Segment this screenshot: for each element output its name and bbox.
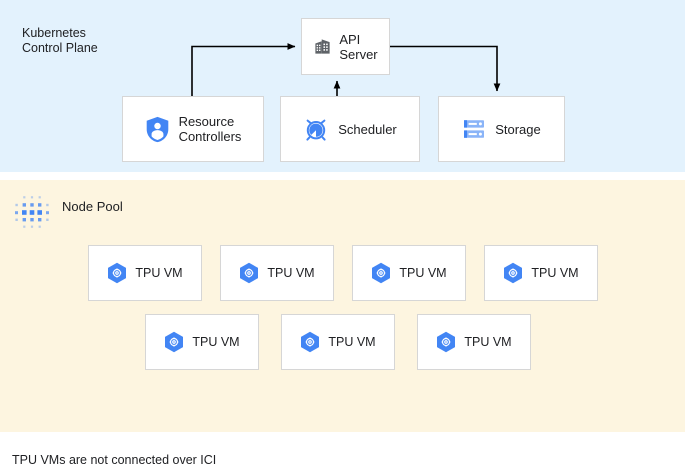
node-storage-label: Storage (495, 121, 541, 137)
tpu-hex-gear-icon (164, 331, 184, 353)
node-api-server[interactable]: API Server (301, 18, 390, 75)
node-storage[interactable]: Storage (438, 96, 565, 162)
building-icon (313, 37, 332, 56)
node-scheduler-label: Scheduler (338, 121, 397, 137)
tpu-vm-7[interactable]: TPU VM (417, 314, 531, 370)
tpu-hex-gear-icon (436, 331, 456, 353)
control-plane-title: Kubernetes Control Plane (22, 26, 98, 55)
node-pool-panel (0, 180, 685, 432)
tpu-vm-3-label: TPU VM (399, 265, 447, 280)
node-resource-controllers-label: Resource Controllers (178, 114, 242, 144)
tpu-vm-6[interactable]: TPU VM (281, 314, 395, 370)
tpu-vm-4[interactable]: TPU VM (484, 245, 598, 301)
tpu-vm-5-label: TPU VM (192, 334, 240, 349)
node-resource-controllers[interactable]: Resource Controllers (122, 96, 264, 162)
tpu-hex-gear-icon (107, 262, 127, 284)
tpu-vm-2-label: TPU VM (267, 265, 315, 280)
tpu-hex-gear-icon (300, 331, 320, 353)
tpu-vm-5[interactable]: TPU VM (145, 314, 259, 370)
tpu-hex-gear-icon (371, 262, 391, 284)
tpu-vm-6-label: TPU VM (328, 334, 376, 349)
node-pool-title: Node Pool (62, 199, 123, 214)
shield-user-icon (145, 116, 170, 143)
alarm-clock-icon (303, 116, 329, 142)
tpu-vm-3[interactable]: TPU VM (352, 245, 466, 301)
diagram-caption: TPU VMs are not connected over ICI (12, 453, 217, 467)
dot-matrix-icon (12, 193, 52, 233)
tpu-vm-4-label: TPU VM (531, 265, 579, 280)
tpu-vm-7-label: TPU VM (464, 334, 512, 349)
node-api-server-label: API Server (339, 31, 378, 62)
tpu-hex-gear-icon (503, 262, 523, 284)
tpu-vm-1-label: TPU VM (135, 265, 183, 280)
tpu-vm-2[interactable]: TPU VM (220, 245, 334, 301)
server-rack-icon (462, 117, 486, 141)
tpu-vm-1[interactable]: TPU VM (88, 245, 202, 301)
node-scheduler[interactable]: Scheduler (280, 96, 420, 162)
tpu-hex-gear-icon (239, 262, 259, 284)
